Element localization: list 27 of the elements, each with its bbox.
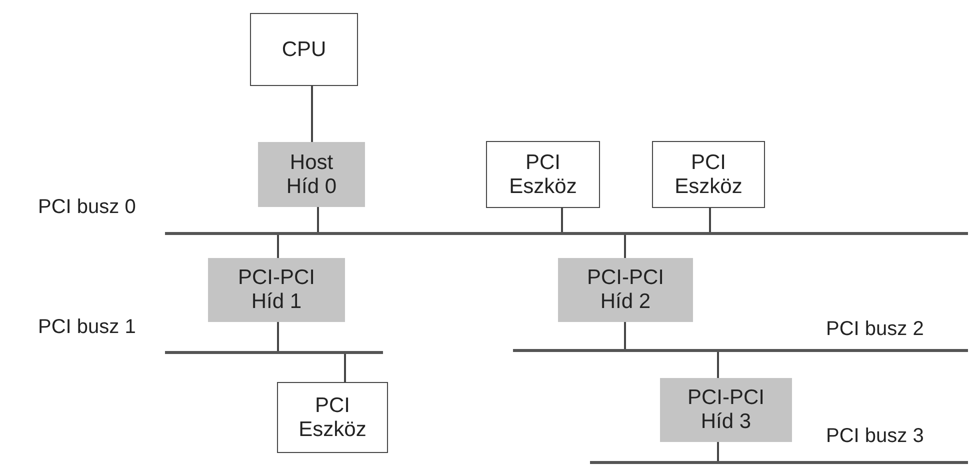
bridge-box: PCI-PCI Híd 1 — [208, 258, 345, 322]
connector-line — [709, 208, 711, 232]
bus-line — [590, 461, 968, 464]
connector-line — [717, 352, 719, 378]
connector-line — [717, 442, 719, 461]
bus-line — [165, 232, 968, 235]
device-box: PCI Eszköz — [486, 141, 600, 208]
connector-line — [624, 322, 626, 349]
connector-line — [277, 322, 279, 351]
connector-line — [624, 235, 626, 258]
connector-line — [277, 235, 279, 258]
connector-line — [317, 207, 319, 232]
device-box: PCI Eszköz — [652, 141, 765, 208]
bus-line — [513, 349, 968, 352]
bus-label: PCI busz 3 — [826, 425, 924, 448]
bus-label: PCI busz 0 — [38, 196, 136, 219]
connector-line — [561, 208, 563, 232]
connector-line — [311, 86, 313, 142]
bus-label: PCI busz 2 — [826, 318, 924, 341]
bus-line — [165, 351, 383, 354]
device-box: CPU — [250, 13, 358, 86]
connector-line — [344, 354, 346, 382]
bridge-box: Host Híd 0 — [258, 142, 365, 207]
bus-label: PCI busz 1 — [38, 316, 136, 339]
device-box: PCI Eszköz — [277, 382, 388, 453]
bridge-box: PCI-PCI Híd 2 — [558, 258, 693, 322]
bridge-box: PCI-PCI Híd 3 — [660, 378, 792, 442]
